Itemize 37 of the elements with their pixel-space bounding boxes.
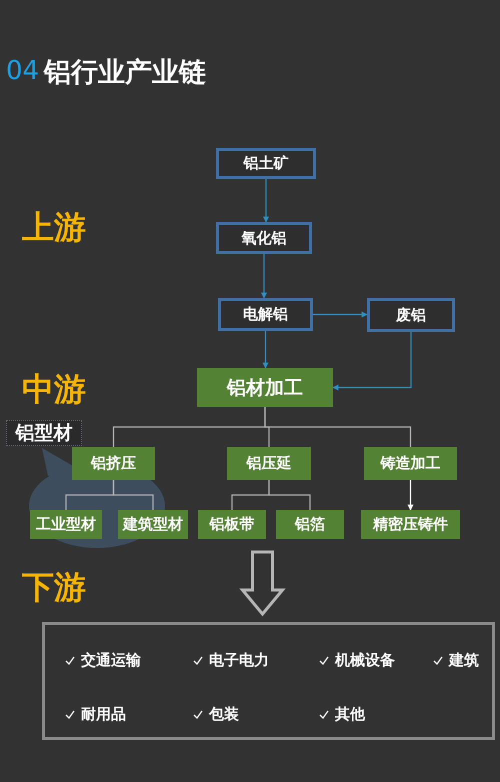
- material-box: 氧化铝: [216, 222, 312, 254]
- process-box: 铝挤压: [72, 447, 155, 480]
- application-item: 机械设备: [335, 651, 395, 670]
- bracket-connector: [264, 407, 412, 447]
- process-box: 建筑型材: [118, 510, 188, 539]
- bracket-connector: [112, 480, 154, 510]
- arrow: [408, 480, 414, 511]
- process-box: 工业型材: [30, 510, 102, 539]
- title: 铝行业产业链: [44, 56, 206, 90]
- stage-label: 上游: [22, 207, 86, 248]
- material-box: 废铝: [367, 298, 455, 332]
- application-item: 电子电力: [209, 651, 269, 670]
- bracket-connector: [268, 480, 311, 510]
- process-box: 铝压延: [227, 447, 311, 480]
- hollow-arrow: [239, 550, 286, 616]
- process-box: 铝板带: [198, 510, 266, 539]
- application-item: 耐用品: [81, 705, 126, 724]
- arrow: [332, 332, 412, 390]
- material-box: 电解铝: [218, 298, 313, 331]
- process-box: 铝箔: [276, 510, 344, 539]
- stage-label: 下游: [22, 567, 86, 608]
- process-box: 铸造加工: [364, 447, 457, 480]
- application-item: 包装: [209, 705, 239, 724]
- process-box: 精密压铸件: [361, 510, 460, 539]
- application-item: 其他: [335, 705, 365, 724]
- callout-label: 铝型材: [6, 420, 82, 446]
- process-box: 铝材加工: [197, 368, 333, 407]
- material-box: 铝土矿: [216, 148, 316, 179]
- arrow: [263, 179, 269, 223]
- section-number: 04: [6, 56, 40, 86]
- application-item: 交通运输: [81, 651, 141, 670]
- application-panel: [42, 622, 495, 740]
- arrow: [262, 331, 268, 369]
- application-item: 建筑: [449, 651, 479, 670]
- arrow: [313, 312, 368, 318]
- arrow: [261, 254, 267, 299]
- stage-label: 中游: [22, 369, 86, 410]
